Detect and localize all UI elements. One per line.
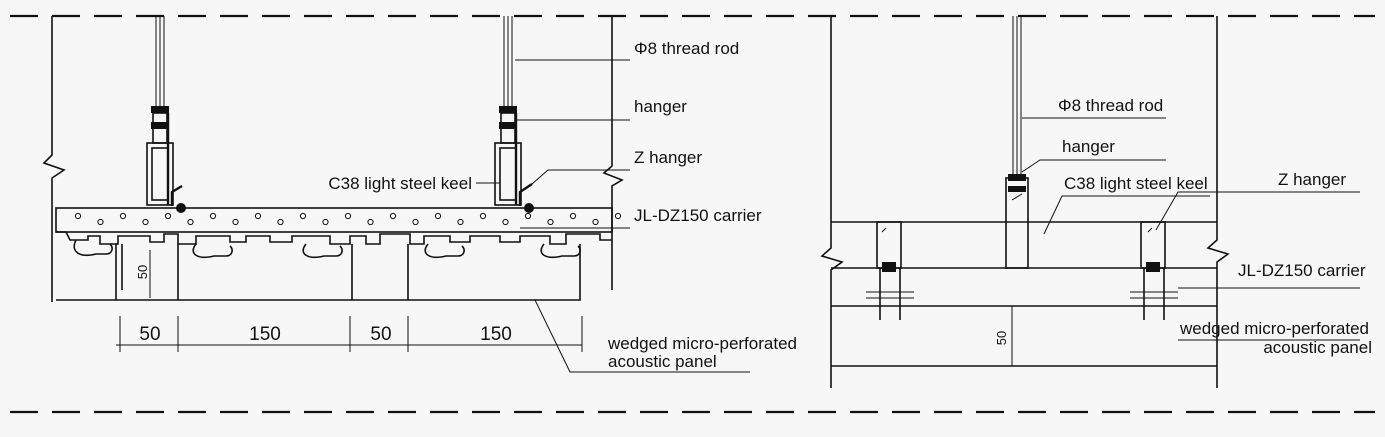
right-leader-c38 [1043, 195, 1210, 235]
left-panel-5 [408, 244, 581, 301]
keel-hole [614, 212, 622, 220]
right-z-hanger-1 [866, 221, 914, 320]
left-section-view: 50 50 150 50 150 Φ8 thread rod hanger Z … [42, 16, 797, 373]
keel-hole [277, 218, 284, 226]
right-wall-right [1206, 16, 1230, 388]
left-leader-panel [534, 299, 750, 373]
left-label-panel-1: wedged micro-perforated [607, 334, 797, 353]
left-c38-keel [55, 207, 613, 233]
right-z-hanger-2 [1130, 221, 1178, 320]
right-wall-left [820, 16, 844, 388]
left-hook-1 [73, 239, 113, 256]
left-height-dimension: 50 [135, 250, 151, 298]
right-height-dimension: 50 [994, 306, 1013, 366]
left-panel-2 [351, 244, 409, 301]
left-dim-150-b: 150 [480, 324, 512, 345]
left-nut-2a [499, 106, 517, 113]
left-z-hanger-2 [518, 183, 533, 206]
left-dim-50-a: 50 [139, 324, 160, 345]
keel-hole [232, 218, 239, 226]
left-carrier-profile [56, 231, 612, 245]
left-hanger-2 [494, 112, 522, 206]
right-label-carrier: JL-DZ150 carrier [1238, 261, 1366, 280]
keel-hole [254, 212, 262, 220]
left-label-hanger: hanger [634, 97, 687, 116]
left-nut-2b [499, 122, 517, 129]
left-height-dim-text: 50 [135, 265, 150, 279]
keel-hole [547, 218, 554, 226]
left-dim-50-b: 50 [370, 324, 391, 345]
keel-hole [142, 218, 149, 226]
left-thread-rod-1 [155, 16, 165, 110]
left-wall-left [42, 16, 66, 302]
left-label-c38: C38 light steel keel [328, 174, 472, 193]
keel-hole [592, 218, 599, 226]
right-label-panel-1: wedged micro-perforated [1179, 319, 1369, 338]
left-nut-1b [151, 122, 169, 129]
keel-hole [209, 212, 217, 220]
left-hook-5 [540, 243, 581, 259]
keel-hole [74, 212, 82, 220]
right-section-view: 50 Φ8 thread rod hanger C38 light steel … [820, 16, 1372, 388]
left-hook-4 [424, 243, 465, 259]
keel-hole [389, 212, 397, 220]
keel-hole [97, 218, 104, 226]
left-label-z-hanger: Z hanger [634, 148, 702, 167]
left-dim-150-a: 150 [249, 324, 281, 345]
keel-hole [367, 218, 374, 226]
left-label-panel-2: acoustic panel [608, 352, 717, 371]
keel-hole [569, 212, 577, 220]
left-label-thread-rod: Φ8 thread rod [634, 39, 739, 58]
keel-hole [187, 218, 194, 226]
keel-hole [344, 212, 352, 220]
left-horizontal-dimensions: 50 150 50 150 [116, 316, 583, 352]
keel-hole [502, 218, 509, 226]
right-height-dim-text: 50 [994, 331, 1009, 345]
right-label-c38: C38 light steel keel [1064, 174, 1208, 193]
keel-hole [524, 212, 532, 220]
keel-hole [457, 218, 464, 226]
right-hanger-clip [1011, 193, 1023, 201]
right-thread-rod [1012, 16, 1022, 178]
right-nut-b [1008, 186, 1026, 192]
left-keel-holes [74, 212, 622, 226]
keel-hole [412, 218, 419, 226]
right-label-hanger: hanger [1062, 137, 1115, 156]
left-wall-right [602, 16, 624, 290]
keel-hole [299, 212, 307, 220]
left-panel-1 [115, 244, 179, 301]
right-label-panel-2: acoustic panel [1263, 338, 1372, 357]
keel-hole [119, 212, 127, 220]
left-label-carrier: JL-DZ150 carrier [634, 206, 762, 225]
right-hanger [1005, 177, 1029, 269]
left-leader-z-hanger [531, 169, 630, 185]
keel-hole [164, 212, 172, 220]
keel-hole [479, 212, 487, 220]
left-hook-2 [192, 243, 233, 259]
keel-hole [322, 218, 329, 226]
left-nut-1a [151, 106, 169, 113]
left-hook-3 [302, 243, 343, 259]
right-label-z-hanger: Z hanger [1278, 170, 1346, 189]
keel-hole [434, 212, 442, 220]
right-leader-hanger [1021, 159, 1166, 173]
left-thread-rod-2 [503, 16, 513, 110]
right-leader-z-hanger [1155, 191, 1360, 231]
right-label-thread-rod: Φ8 thread rod [1058, 96, 1163, 115]
left-hanger-1 [146, 112, 174, 206]
left-z-hanger-1 [170, 184, 183, 206]
